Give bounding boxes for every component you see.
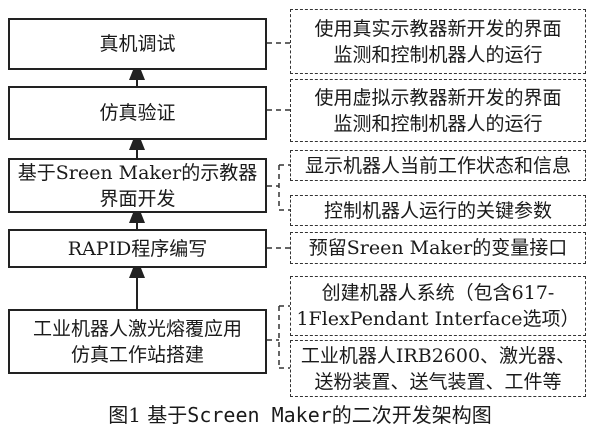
- note-label: 控制机器人运行的关键参数: [323, 199, 552, 222]
- note-variable-interface: 预留Sreen Maker的变量接口: [290, 232, 586, 264]
- caption-suffix: 的二次开发架构图: [331, 403, 492, 427]
- note-virtual-pendant-monitor: 使用虚拟示教器新开发的界面 监测和控制机器人的运行: [290, 79, 586, 142]
- note-label: 工业机器人IRB2600、激光器、 送粉装置、送气装置、工件等: [300, 344, 576, 393]
- step-simulation-verify: 仿真验证: [8, 86, 267, 140]
- link-s3-n3n4: [267, 164, 290, 211]
- caption-prefix: 图1 基于: [108, 403, 188, 427]
- note-equipment-list: 工业机器人IRB2600、激光器、 送粉装置、送气装置、工件等: [290, 340, 586, 397]
- note-label: 显示机器人当前工作状态和信息: [304, 154, 571, 177]
- step-real-machine-debug: 真机调试: [8, 18, 267, 70]
- step-rapid-programming: RAPID程序编写: [8, 229, 267, 268]
- note-display-status: 显示机器人当前工作状态和信息: [290, 150, 586, 181]
- step-label: RAPID程序编写: [67, 237, 208, 260]
- note-create-robot-system: 创建机器人系统（包含617- 1FlexPendant Interface选项）: [290, 276, 586, 336]
- link-s5-n6n7: [267, 305, 290, 369]
- caption-name: Screen Maker: [187, 403, 332, 427]
- step-label: 仿真验证: [99, 102, 176, 124]
- note-label: 使用真实示教器新开发的界面 监测和控制机器人的运行: [314, 17, 562, 66]
- note-real-pendant-monitor: 使用真实示教器新开发的界面 监测和控制机器人的运行: [290, 9, 586, 74]
- step-workstation-build: 工业机器人激光熔覆应用 仿真工作站搭建: [8, 309, 267, 374]
- note-label: 使用虚拟示教器新开发的界面 监测和控制机器人的运行: [314, 86, 562, 135]
- step-label: 真机调试: [99, 33, 176, 55]
- step-label: 工业机器人激光熔覆应用 仿真工作站搭建: [32, 317, 242, 366]
- note-key-parameters: 控制机器人运行的关键参数: [290, 195, 586, 226]
- step-ui-development: 基于Sreen Maker的示教器 界面开发: [8, 158, 267, 213]
- note-label: 预留Sreen Maker的变量接口: [308, 237, 568, 259]
- step-label: 基于Sreen Maker的示教器 界面开发: [17, 161, 258, 210]
- note-label: 创建机器人系统（包含617- 1FlexPendant Interface选项）: [296, 282, 580, 330]
- figure-caption: 图1 基于Screen Maker的二次开发架构图: [0, 401, 600, 429]
